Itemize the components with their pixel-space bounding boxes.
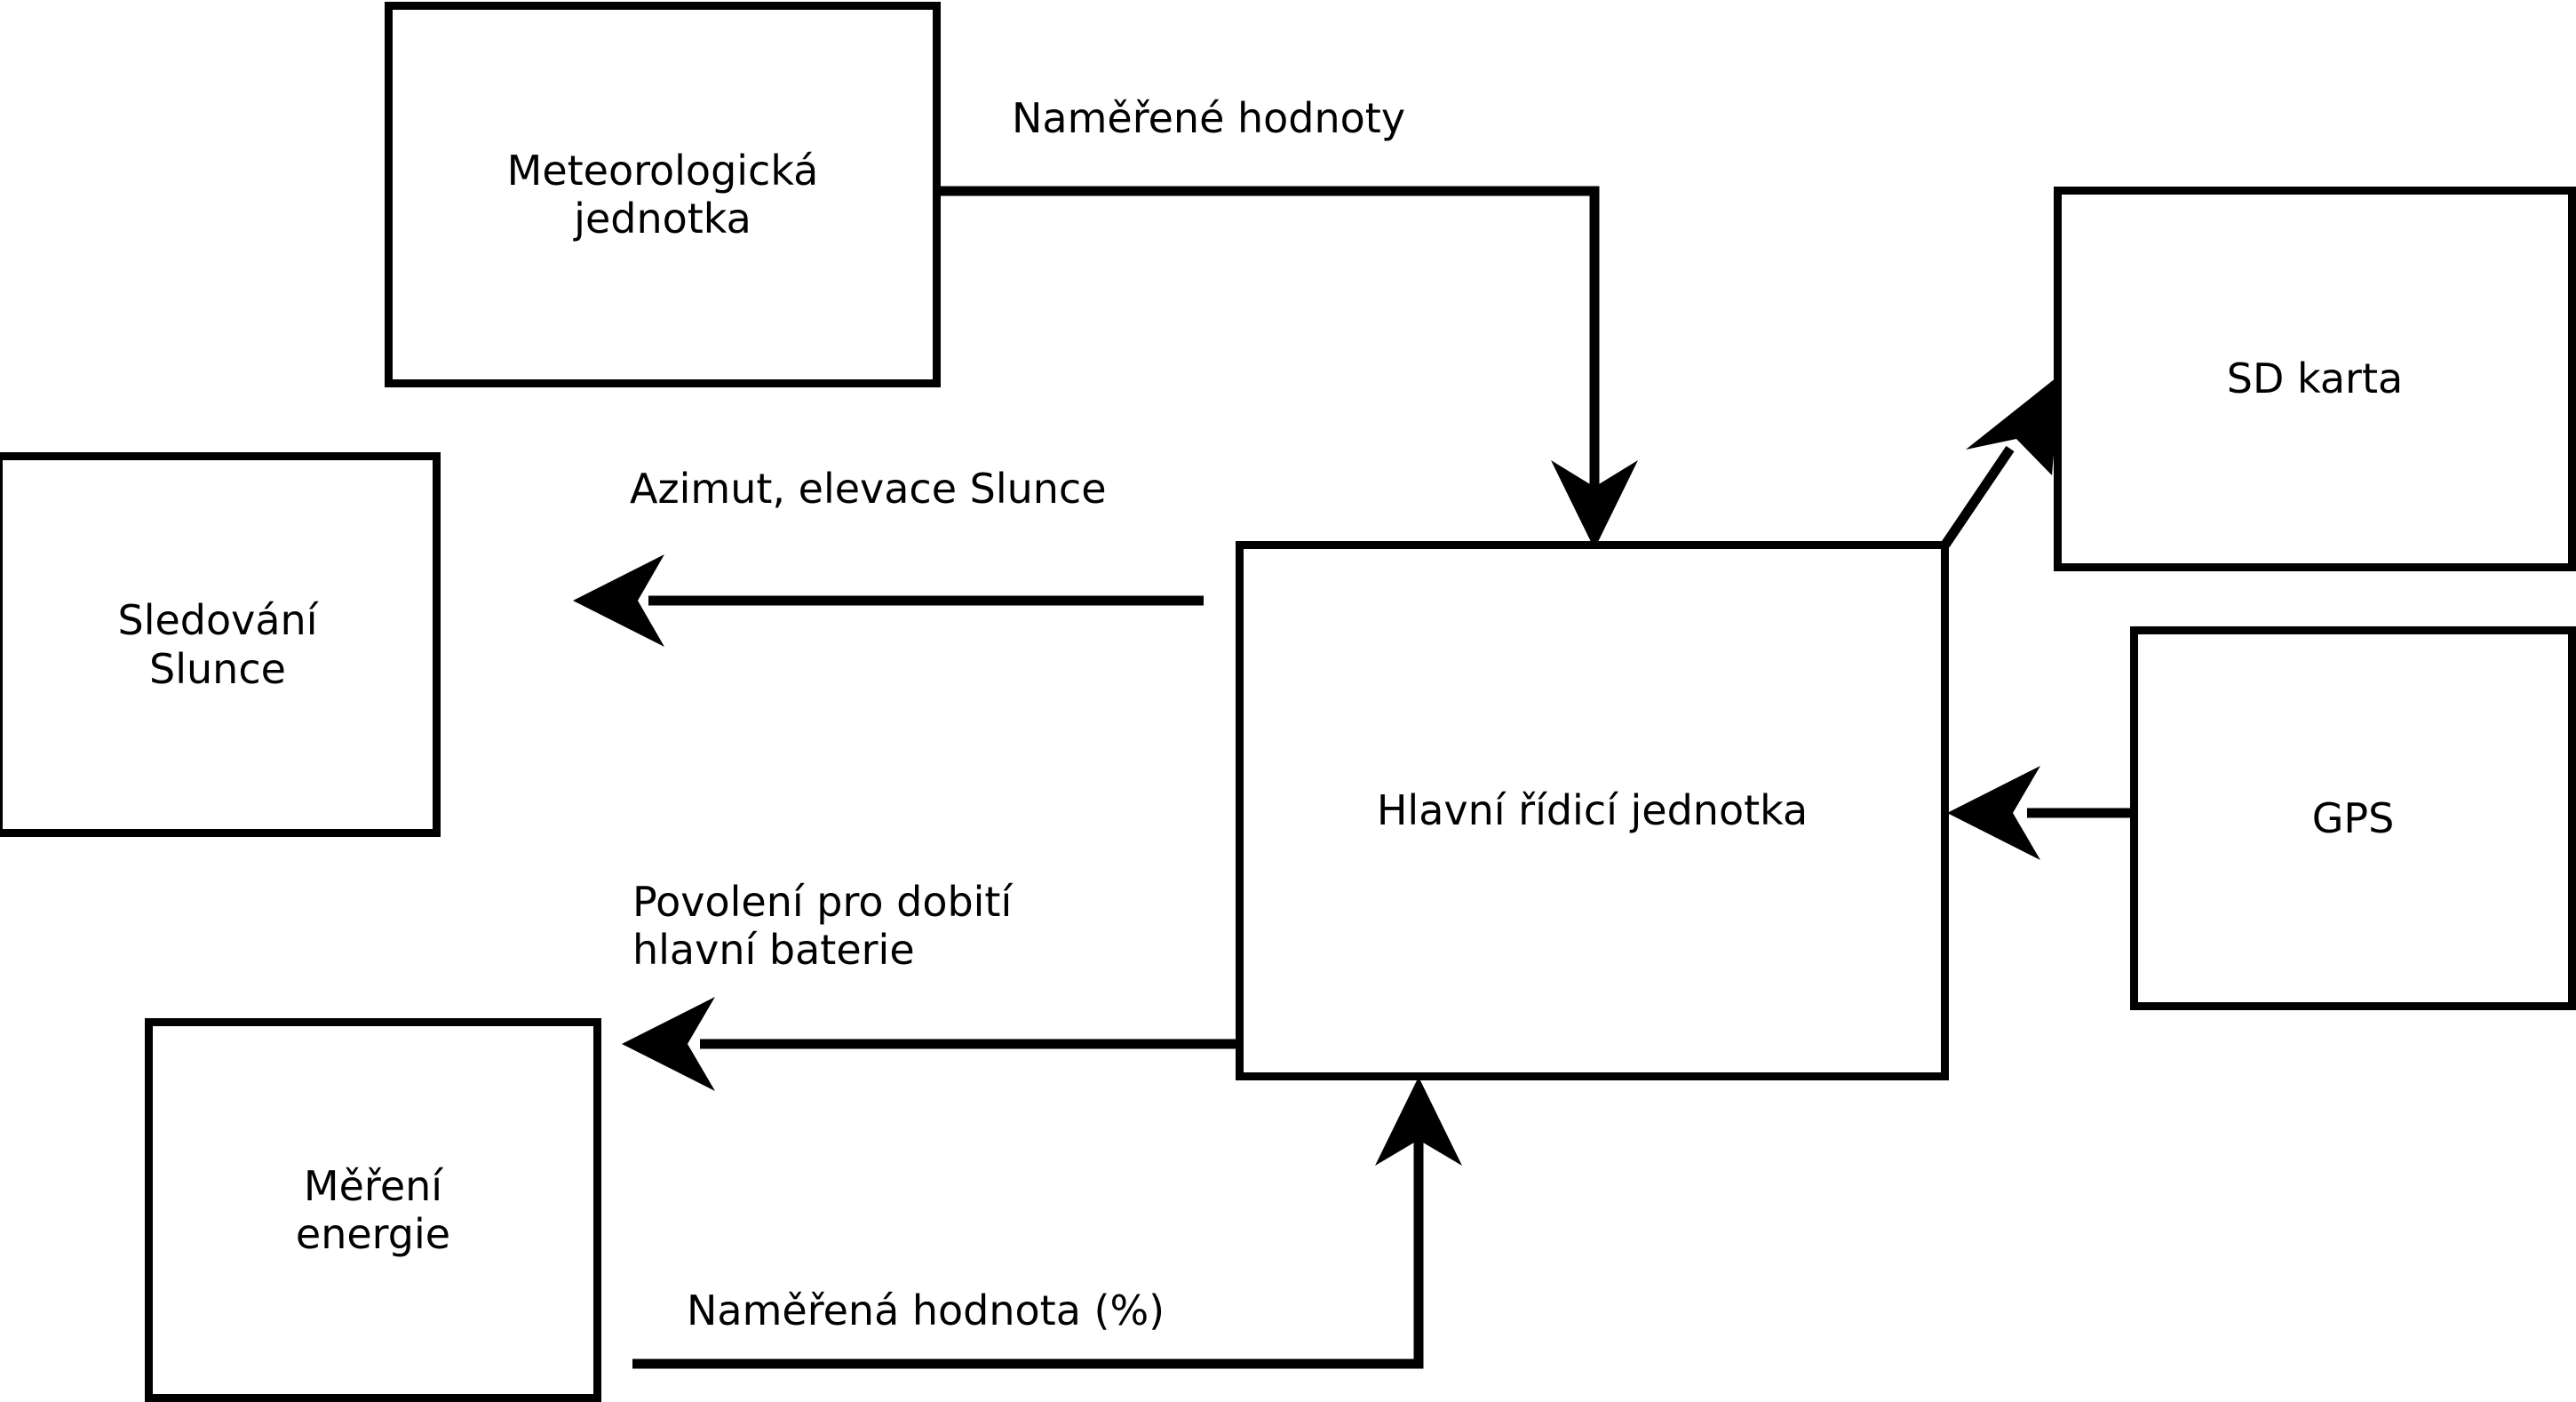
node-energy-measurement-label: Měření energie (295, 1161, 451, 1258)
node-sd-card-label: SD karta (2226, 354, 2404, 403)
connector-azimuth-elevation (573, 554, 1204, 647)
connector-charge-permission (622, 997, 1236, 1091)
connector-to-sdcard (1941, 374, 2061, 548)
connector-from-gps (1947, 766, 2130, 860)
node-sd-card[interactable]: SD karta (2054, 187, 2576, 571)
node-main-control-unit-label: Hlavní řídicí jednotka (1376, 786, 1809, 835)
node-sun-tracking-label: Sledování Slunce (117, 596, 318, 693)
edge-label-azimuth-elevation: Azimut, elevace Slunce (630, 465, 1107, 513)
node-energy-measurement[interactable]: Měření energie (145, 1018, 601, 1402)
node-meteorological-unit[interactable]: Meteorologická jednotka (385, 2, 941, 387)
node-meteorological-unit-label: Meteorologická jednotka (506, 146, 819, 243)
node-sun-tracking[interactable]: Sledování Slunce (0, 452, 441, 837)
connector-measured-values (937, 186, 1638, 549)
node-main-control-unit[interactable]: Hlavní řídicí jednotka (1236, 541, 1949, 1080)
connector-measured-percent (632, 1077, 1462, 1369)
edge-label-measured-values: Naměřené hodnoty (1012, 94, 1406, 142)
node-gps[interactable]: GPS (2130, 626, 2576, 1010)
node-gps-label: GPS (2311, 793, 2395, 842)
edge-label-measured-percent: Naměřená hodnota (%) (687, 1286, 1165, 1334)
edge-label-charge-permission: Povolení pro dobití hlavní baterie (632, 878, 1013, 975)
